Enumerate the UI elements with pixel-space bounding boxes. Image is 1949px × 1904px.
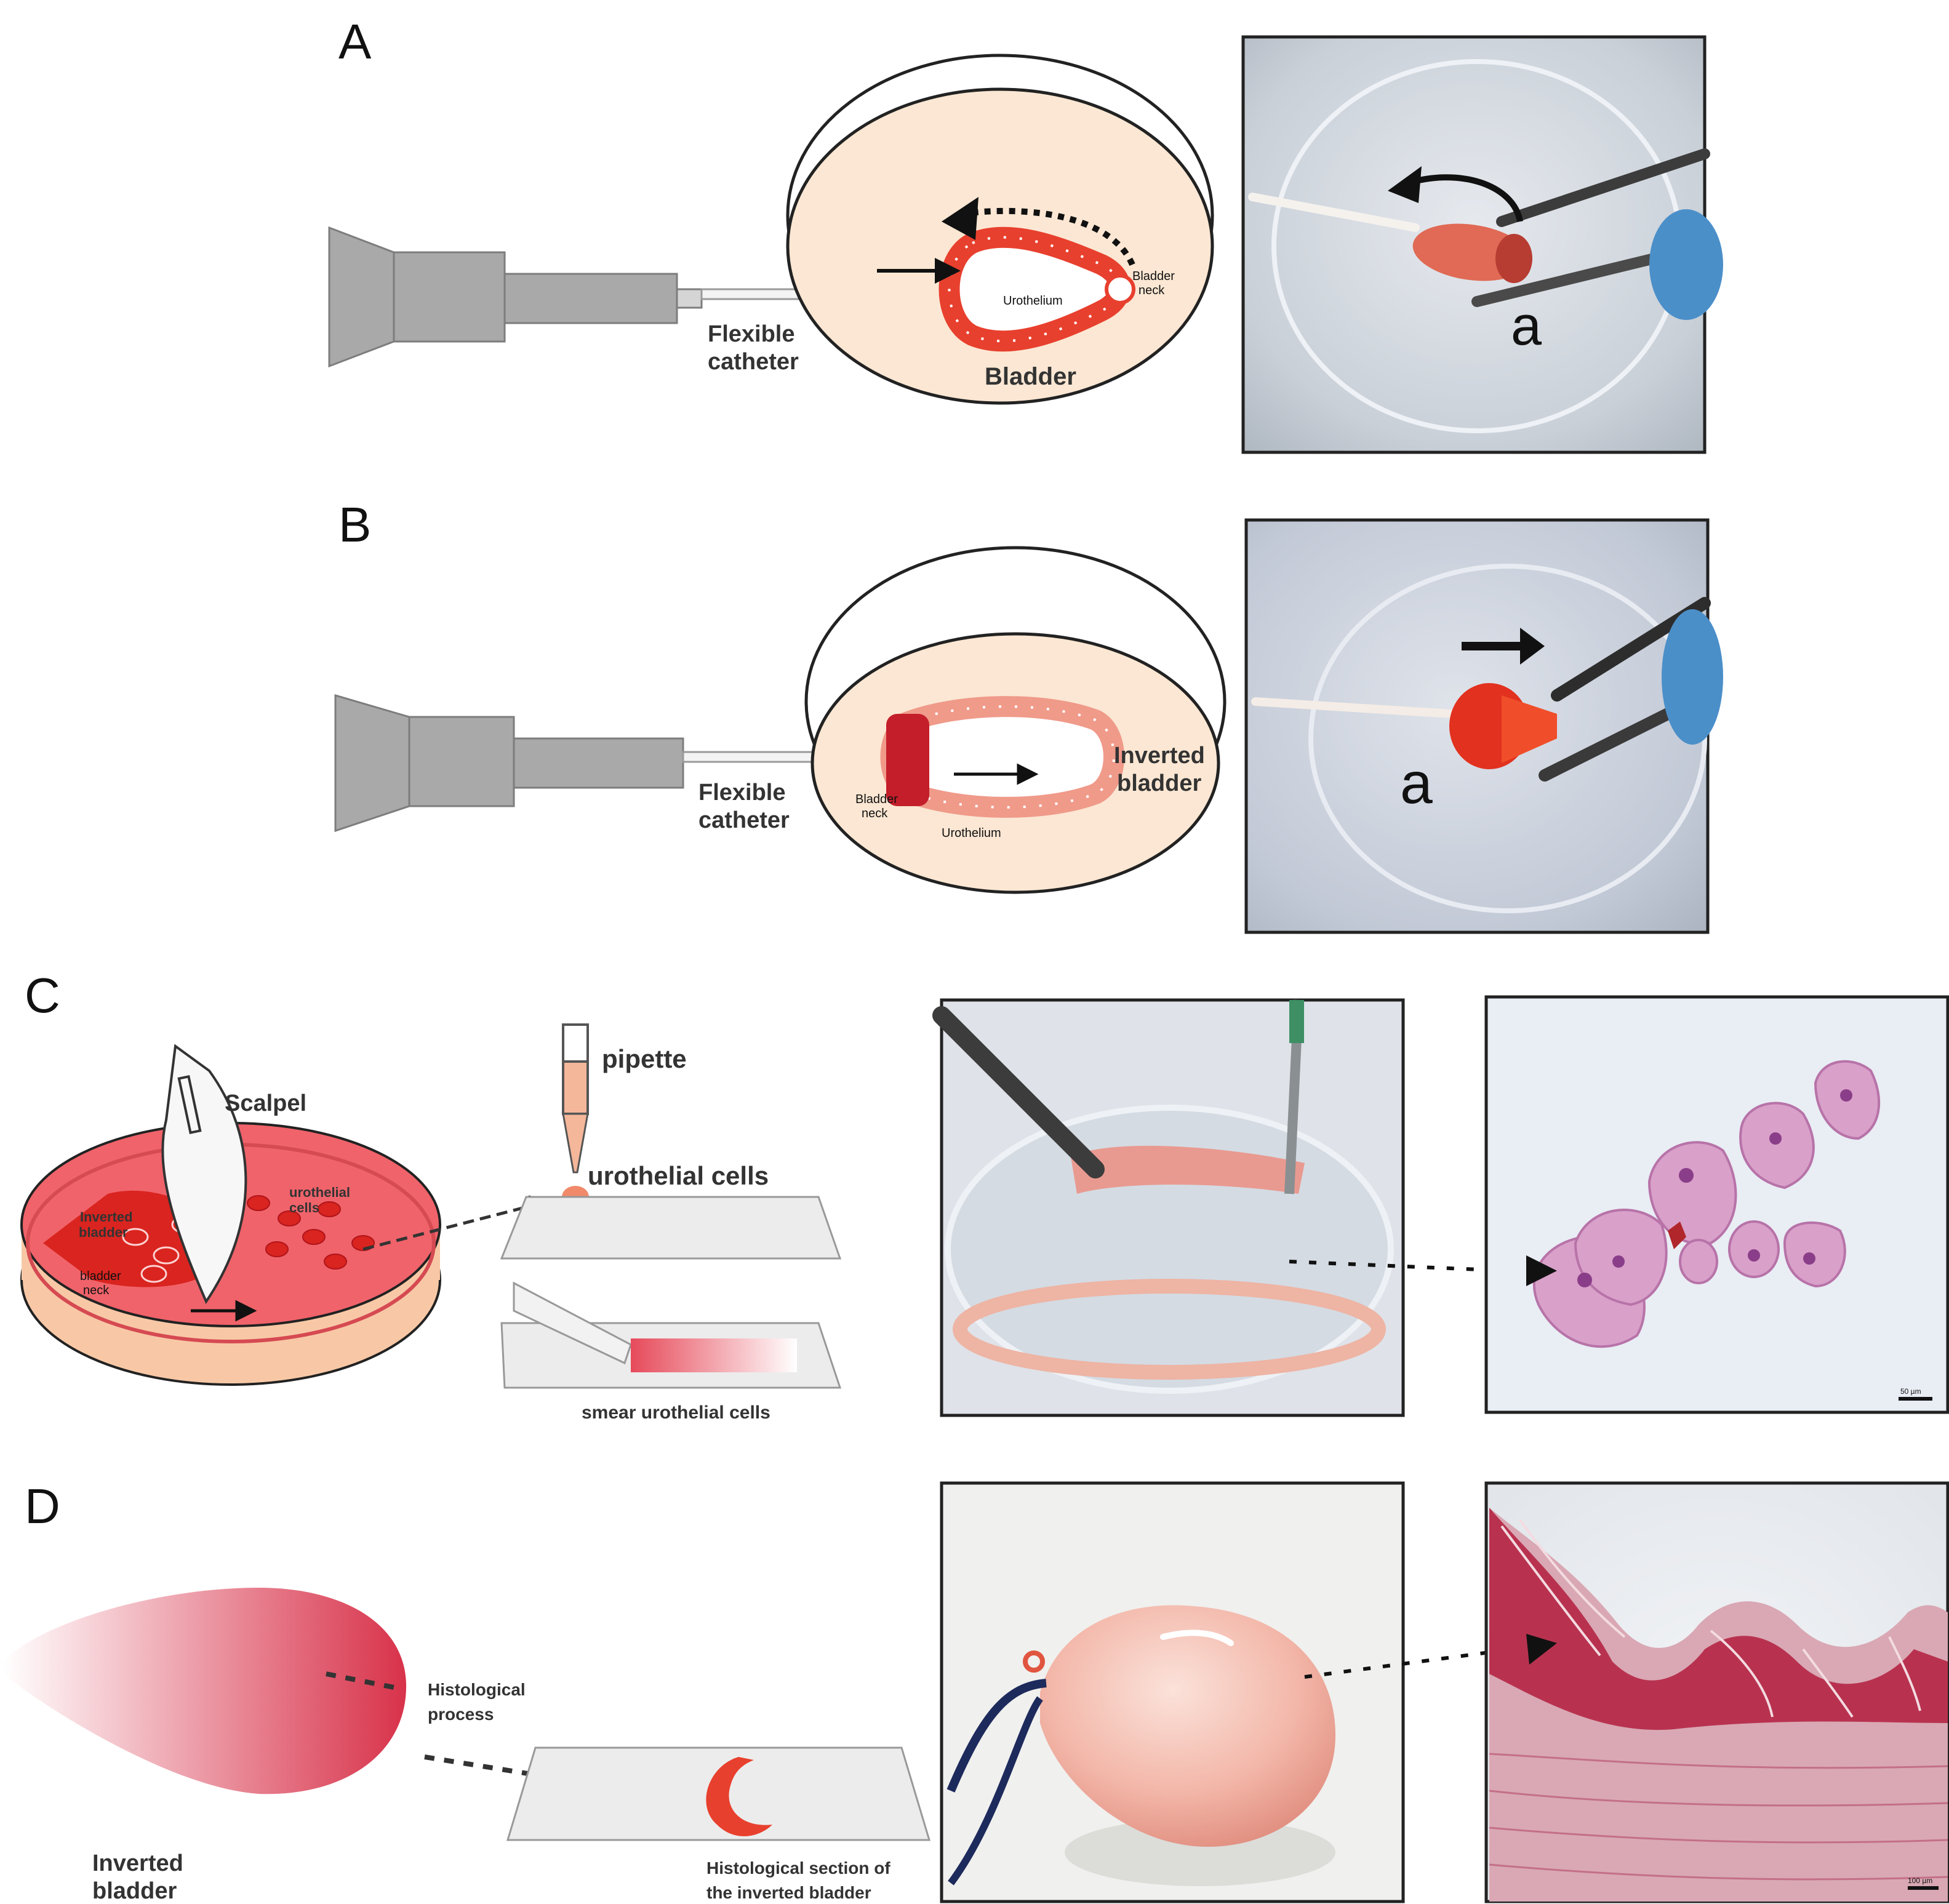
catheter-label-b-2: catheter <box>698 807 790 833</box>
invert-dotted-arrow-a <box>975 207 1135 266</box>
panel-c-letter: C <box>25 968 60 1023</box>
bladder-neck-label-b-2: neck <box>862 807 888 820</box>
photo-a: a <box>1241 35 1723 454</box>
smear-label: smear urothelial cells <box>582 1402 770 1423</box>
photo-d-balloon <box>940 1481 1490 1903</box>
transfer-arrow-c <box>362 1195 552 1251</box>
glass-slide-c1 <box>500 1196 842 1260</box>
smear-slide-c <box>500 1281 842 1389</box>
histo-process-label-1: Histological <box>428 1680 526 1699</box>
histo-dotted-arrow-1 <box>326 1671 404 1692</box>
bladder-label-a: Bladder <box>985 363 1076 390</box>
inverted-label-d-2: bladder <box>92 1878 177 1904</box>
histology-arrowhead <box>1526 1634 1557 1665</box>
inverted-label-b-1: Inverted <box>1114 743 1205 769</box>
invert-arrowhead-a <box>942 197 979 240</box>
bladder-neck-label-b-1: Bladder <box>855 793 898 806</box>
bladder-neck-label-c-1: bladder <box>80 1270 121 1283</box>
photo-d-histology: 100 µm <box>1484 1481 1949 1903</box>
panel-c: C Inverted blad <box>20 968 1949 1423</box>
inverted-bladder-diagram-b: Bladder neck Urothelium <box>855 696 1124 840</box>
inverted-label-b-2: bladder <box>1117 770 1201 796</box>
urothelial-small-label-2: cells <box>289 1200 319 1215</box>
syringe-device-a <box>328 226 703 368</box>
panel-a: A Flexible catheter Urothelium Bladder n… <box>328 14 1723 454</box>
inverted-bladder-d <box>3 1588 406 1794</box>
photo-b-marker: a <box>1400 751 1433 816</box>
bladder-diagram-a: Urothelium Bladder neck <box>938 226 1175 352</box>
urothelium-label-b: Urothelium <box>942 826 1001 840</box>
syringe-device-b <box>334 694 684 833</box>
scale-bar-c: 50 µm <box>1900 1387 1921 1396</box>
photo-a-marker: a <box>1511 295 1542 357</box>
photo-c-dish <box>932 998 1508 1417</box>
inverted-label-d-1: Inverted <box>92 1850 183 1876</box>
histo-process-label-2: process <box>428 1705 494 1724</box>
inverted-label-c-1: Inverted <box>80 1209 133 1225</box>
urothelium-label-a: Urothelium <box>1003 294 1063 308</box>
panel-b: B Flexible catheter Bladder neck Urothel… <box>334 497 1723 934</box>
urothelial-cells-label: urothelial cells <box>588 1161 769 1190</box>
urothelial-small-label-1: urothelial <box>289 1185 350 1200</box>
scale-bar-d: 100 µm <box>1908 1876 1932 1885</box>
panel-d: D Inverted bladder Histological process … <box>3 1479 1949 1904</box>
scalpel-icon <box>161 1044 247 1305</box>
bladder-neck-label-a-2: neck <box>1139 284 1165 297</box>
section-slide-d <box>506 1746 931 1841</box>
photo-c-cytology: 50 µm <box>1484 995 1949 1414</box>
catheter-label-a-1: Flexible <box>708 321 795 347</box>
bladder-neck-label-a-1: Bladder <box>1132 270 1175 283</box>
photo-b: a <box>1244 518 1723 934</box>
inverted-label-c-2: bladder <box>79 1225 128 1240</box>
bladder-neck-label-c-2: neck <box>83 1284 110 1297</box>
catheter-label-a-2: catheter <box>708 349 799 375</box>
catheter-label-b-1: Flexible <box>698 780 786 806</box>
section-label-1: Histological section of <box>706 1858 890 1878</box>
section-label-2: the inverted bladder <box>706 1883 871 1902</box>
scalpel-label: Scalpel <box>225 1090 306 1116</box>
pipette-label: pipette <box>602 1044 687 1073</box>
pipette-icon <box>562 1023 589 1208</box>
cytology-arrowhead <box>1526 1255 1557 1286</box>
panel-a-letter: A <box>338 14 372 69</box>
panel-d-letter: D <box>25 1479 60 1534</box>
panel-b-letter: B <box>338 497 371 552</box>
